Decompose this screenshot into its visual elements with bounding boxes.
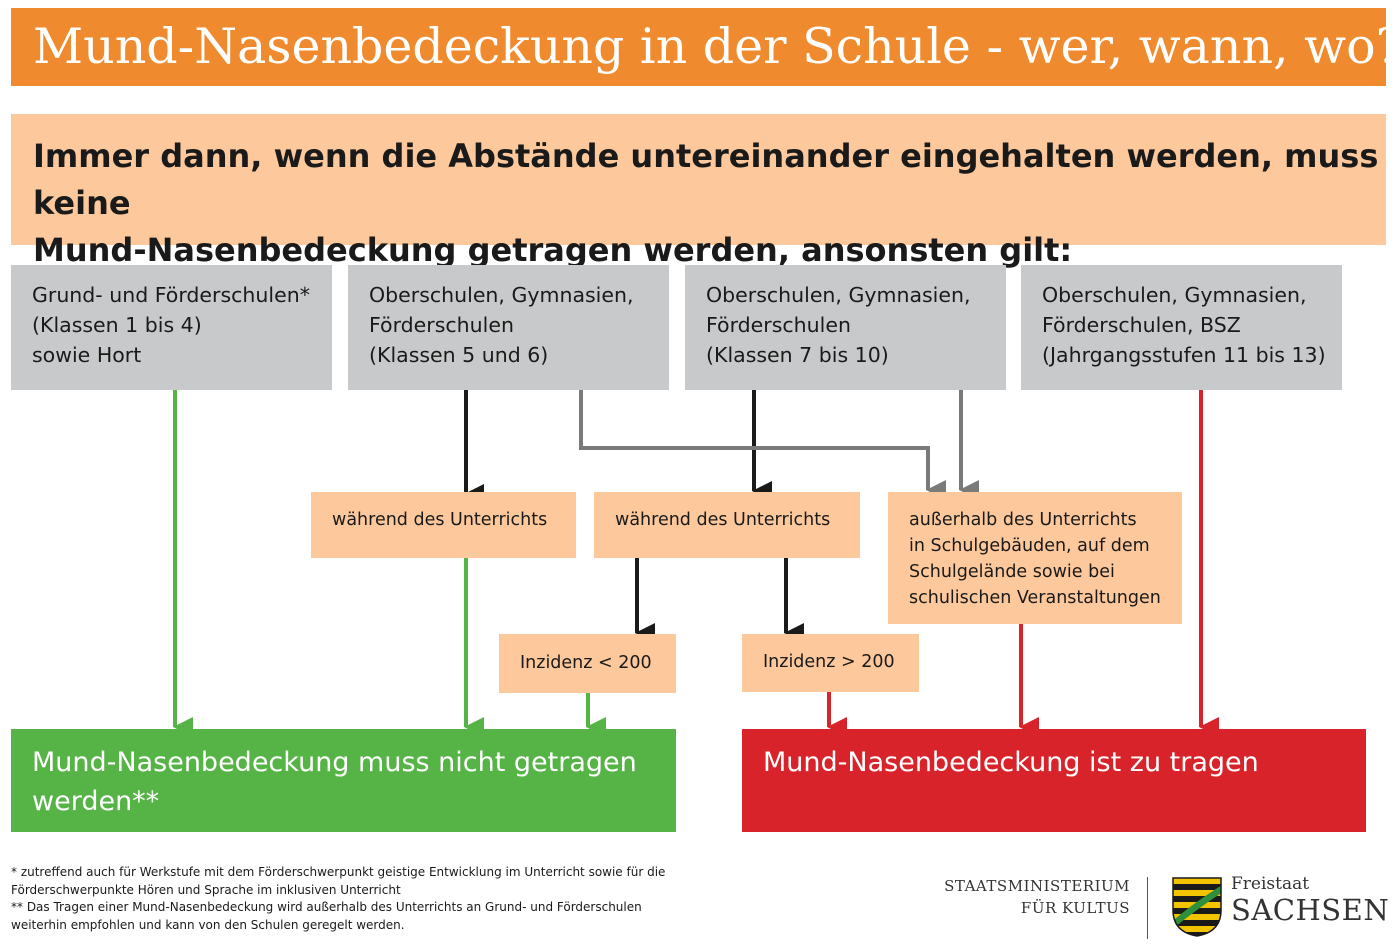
condition-line: in Schulgebäuden, auf dem [909, 536, 1150, 556]
category-line: (Klassen 1 bis 4) [32, 313, 202, 337]
result-line: werden** [32, 786, 160, 817]
intro-line-2: Mund-Nasenbedeckung getragen werden, ans… [33, 231, 1073, 269]
result-no-mask-required: Mund-Nasenbedeckung muss nicht getragen … [11, 729, 676, 832]
brand-wordmark: Freistaat SACHSEN [1231, 874, 1389, 926]
ministry-line: FÜR KULTUS [1020, 899, 1130, 917]
footnote-line: ** Das Tragen einer Mund-Nasenbedeckung … [11, 900, 642, 914]
footnote-line: Förderschwerpunkte Hören und Sprache im … [11, 882, 401, 897]
condition-label: während des Unterrichts [615, 510, 831, 530]
category-line: Förderschulen, BSZ [1042, 313, 1241, 337]
footnote-line: * zutreffend auch für Werkstufe mit dem … [11, 865, 666, 879]
intro-line-1: Immer dann, wenn die Abstände untereinan… [33, 137, 1379, 222]
saxony-coat-of-arms-icon [1172, 877, 1222, 937]
category-line: Oberschulen, Gymnasien, [1042, 283, 1307, 307]
condition-label: Inzidenz < 200 [520, 653, 652, 673]
category-klassen-5-6: Oberschulen, Gymnasien, Förderschulen (K… [348, 265, 669, 390]
category-jahrgang-11-13: Oberschulen, Gymnasien, Förderschulen, B… [1021, 265, 1342, 390]
category-line: Oberschulen, Gymnasien, [706, 283, 971, 307]
condition-label: während des Unterrichts [332, 510, 548, 530]
category-line: (Klassen 5 und 6) [369, 343, 549, 367]
footnote-line: weiterhin empfohlen und kann von den Sch… [11, 917, 405, 932]
condition-outside-lessons: außerhalb des Unterrichts in Schulgebäud… [888, 492, 1182, 624]
brand-small: Freistaat [1231, 874, 1310, 894]
category-line: (Klassen 7 bis 10) [706, 343, 889, 367]
arrow-5-6-to-outside [579, 390, 946, 500]
logo-divider [1147, 877, 1148, 939]
category-klassen-7-10: Oberschulen, Gymnasien, Förderschulen (K… [685, 265, 1006, 390]
condition-line: außerhalb des Unterrichts [909, 510, 1137, 530]
intro-statement: Immer dann, wenn die Abstände untereinan… [11, 114, 1386, 269]
page-title: Mund-Nasenbedeckung in der Schule - wer,… [11, 8, 1386, 86]
category-line: Förderschulen [706, 313, 851, 337]
category-line: Grund- und Förderschulen* [32, 283, 310, 307]
category-line: Oberschulen, Gymnasien, [369, 283, 634, 307]
condition-incidence-high: Inzidenz > 200 [742, 634, 919, 692]
result-line: Mund-Nasenbedeckung muss nicht getragen [32, 747, 637, 778]
category-line: sowie Hort [32, 343, 142, 367]
result-line: Mund-Nasenbedeckung ist zu tragen [763, 747, 1259, 778]
ministry-line: STAATSMINISTERIUM [944, 877, 1130, 895]
condition-incidence-low: Inzidenz < 200 [499, 634, 676, 693]
condition-line: schulischen Veranstaltungen [909, 588, 1161, 608]
condition-label: Inzidenz > 200 [763, 652, 895, 672]
category-line: Förderschulen [369, 313, 514, 337]
brand-big: SACHSEN [1231, 893, 1390, 927]
condition-during-lessons-b: während des Unterrichts [594, 492, 860, 558]
category-line: (Jahrgangsstufen 11 bis 13) [1042, 343, 1326, 367]
footnotes: * zutreffend auch für Werkstufe mit dem … [11, 864, 671, 934]
category-grundschulen: Grund- und Förderschulen* (Klassen 1 bis… [11, 265, 332, 390]
ministry-name: STAATSMINISTERIUM FÜR KULTUS [930, 875, 1130, 919]
condition-line: Schulgelände sowie bei [909, 562, 1115, 582]
condition-during-lessons-a: während des Unterrichts [311, 492, 576, 558]
result-mask-required: Mund-Nasenbedeckung ist zu tragen [742, 729, 1366, 832]
